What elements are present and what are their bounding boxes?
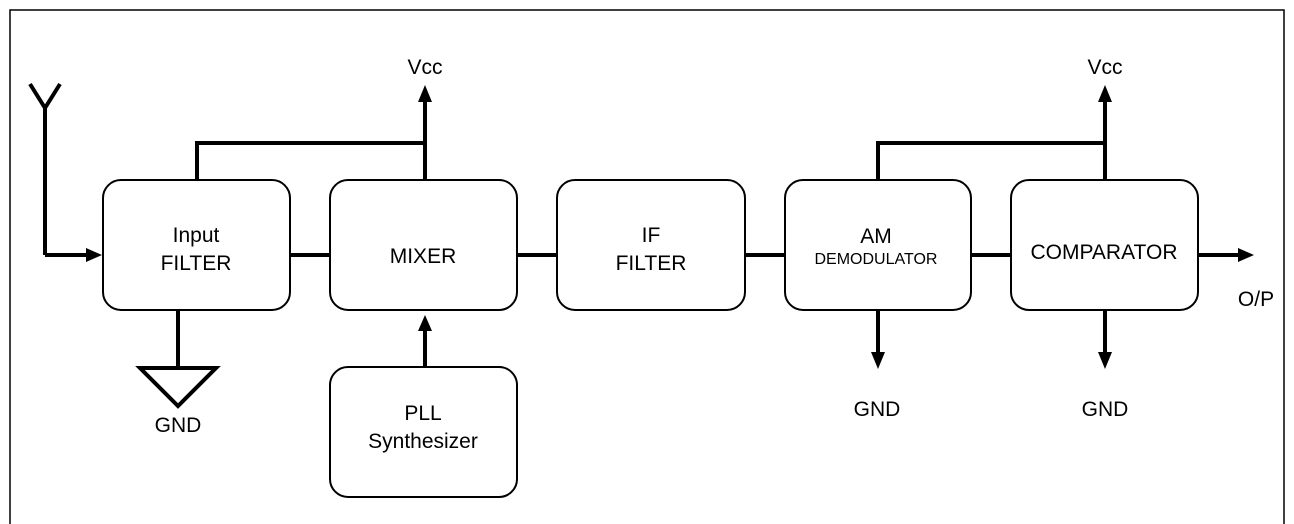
comparator-block bbox=[1010, 179, 1199, 311]
comparator-label: COMPARATOR bbox=[1030, 241, 1177, 264]
output-label: O/P bbox=[1238, 288, 1274, 311]
if-filter-block bbox=[556, 179, 746, 311]
pll-label-line2: Synthesizer bbox=[368, 430, 478, 453]
pll-label-line1: PLL bbox=[404, 402, 441, 425]
mixer-label: MIXER bbox=[390, 245, 457, 268]
vcc-left-rail bbox=[195, 85, 432, 180]
gnd-am-demodulator-label: GND bbox=[854, 398, 901, 421]
pll-synthesizer-block bbox=[329, 366, 518, 498]
gnd-comparator-label: GND bbox=[1082, 398, 1129, 421]
vcc-right-label: Vcc bbox=[1087, 56, 1122, 79]
if-filter-label-line1: IF bbox=[642, 224, 661, 247]
antenna-to-input-filter-arrow bbox=[45, 248, 102, 262]
ground-symbol-icon bbox=[135, 310, 221, 409]
demodulator-gnd-arrow bbox=[871, 310, 885, 369]
am-demodulator-label-line1: AM bbox=[860, 225, 892, 248]
vcc-left-label: Vcc bbox=[407, 56, 442, 79]
mixer-block bbox=[329, 179, 518, 311]
vcc-right-rail bbox=[876, 85, 1112, 180]
antenna-icon bbox=[28, 82, 62, 255]
input-filter-block bbox=[102, 179, 291, 311]
am-demodulator-label-line2: DEMODULATOR bbox=[815, 251, 938, 268]
if-filter-label-line2: FILTER bbox=[616, 252, 687, 275]
pll-to-mixer-arrow bbox=[418, 315, 432, 367]
diagram-border bbox=[9, 9, 1285, 524]
input-filter-label-line1: Input bbox=[173, 224, 220, 247]
output-arrow bbox=[1198, 248, 1254, 262]
gnd-input-filter-label: GND bbox=[155, 414, 202, 437]
am-demodulator-block bbox=[784, 179, 972, 311]
input-filter-label-line2: FILTER bbox=[161, 252, 232, 275]
comparator-gnd-arrow bbox=[1098, 310, 1112, 369]
